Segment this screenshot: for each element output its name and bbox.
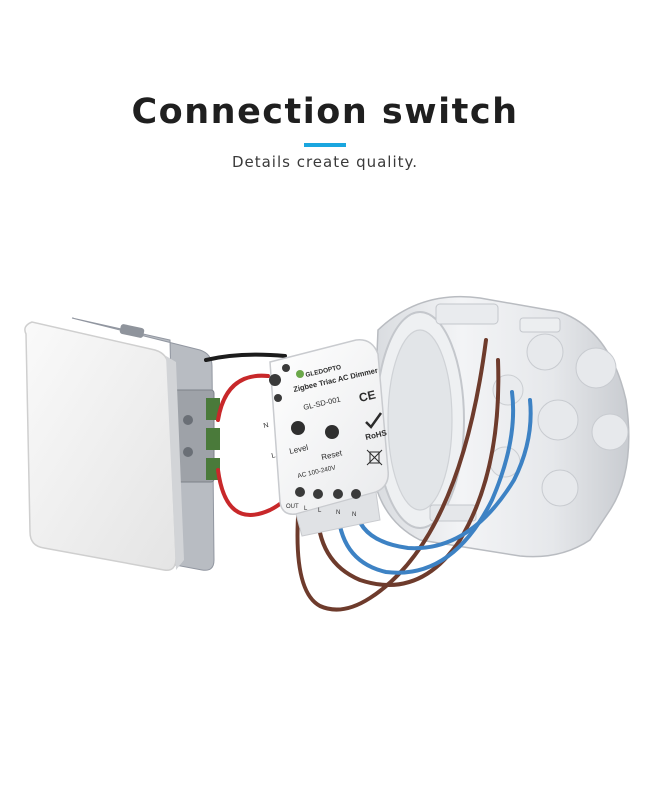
dimmer-module: GLEDOPTO Zigbee Triac AC Dimmer GL-SD-00… (263, 339, 389, 537)
line-label: L (271, 452, 276, 460)
recycle-bin-icon (366, 449, 383, 466)
terminal-out: OUT (286, 504, 299, 510)
neutral-label: N (263, 422, 270, 430)
brown-wire-right (315, 358, 501, 587)
ce-mark: CE (358, 388, 377, 405)
terminal-block: OUT L L N N (286, 487, 361, 518)
black-wire (204, 352, 287, 362)
page-title: Connection switch (131, 92, 519, 132)
brown-wire-left (295, 338, 488, 612)
wall-switch-icon (24, 317, 220, 571)
check-icon (365, 412, 383, 429)
terminal-n1: N (336, 510, 340, 516)
terminal-l1: L (304, 506, 308, 512)
blue-wire-left (335, 390, 516, 575)
red-wire-upper (216, 373, 270, 422)
title-accent-bar (304, 143, 346, 147)
junction-box-icon (371, 295, 630, 558)
blue-wire-right (353, 398, 533, 551)
level-label: Level (288, 443, 309, 456)
page-subtitle: Details create quality. (231, 153, 419, 171)
terminal-n2: N (352, 512, 356, 518)
terminal-l2: L (318, 508, 322, 514)
